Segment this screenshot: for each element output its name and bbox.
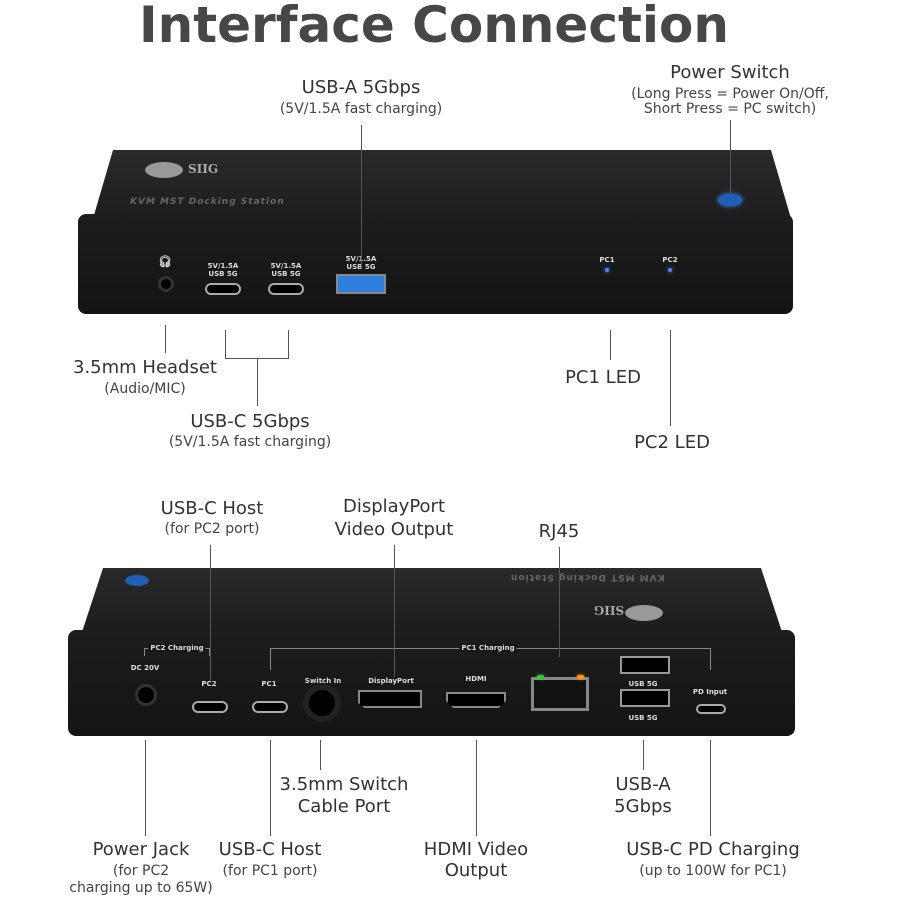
headset-callout-sub: (Audio/MIC) [104,381,186,397]
model-text: KVM MST Docking Station [510,572,665,582]
pd-input-label: PD Input [692,688,728,696]
brand-text: SIIG [188,162,219,176]
usbc-host-pc1-sub: (for PC1 port) [222,863,318,879]
hdmi-title2: Output [444,860,508,881]
usba-callout-title: USB-A 5Gbps [301,77,421,98]
dc-label: DC 20V [130,664,160,672]
hdmi-label: HDMI [465,675,487,683]
usba-title1: USB-A [615,774,671,795]
switch-title2: Cable Port [297,796,391,817]
usbc-host-pc1-title: USB-C Host [218,839,322,860]
rj45-link-led [537,675,544,679]
model-text: KVM MST Docking Station [130,197,285,207]
switch-in-label: Switch In [304,677,342,685]
page-title: Interface Connection [139,0,729,54]
power-button[interactable] [718,194,742,206]
pc2-port-label: PC2 [201,680,217,688]
power-button-rear[interactable] [125,575,149,586]
headphone-icon: 🎧︎ [158,255,172,268]
usbc-host-pc2[interactable] [192,701,228,713]
power-jack-title: Power Jack [92,839,190,860]
pc1-port-label: PC1 [261,680,277,688]
power-callout-sub1: (Long Press = Power On/Off, [631,86,829,102]
displayport-port[interactable] [358,690,422,708]
pd-title: USB-C PD Charging [626,839,800,860]
displayport-label: DisplayPort [368,677,414,685]
power-callout-sub2: Short Press = PC switch) [643,101,817,117]
pc1-label: PC1 [599,256,615,264]
headset-callout-title: 3.5mm Headset [73,357,217,378]
usba-port-1[interactable] [620,656,670,674]
pc2-led-callout: PC2 LED [634,432,710,453]
displayport-title2: Video Output [334,519,454,540]
usba-port[interactable] [336,274,386,294]
usbc2-label: 5V/1.5A USB 5G [270,262,302,278]
usb5g-1-label: USB 5G [628,680,658,688]
siig-logo [145,162,183,178]
pd-sub: (up to 100W for PC1) [639,863,787,879]
pc1-led-callout: PC1 LED [565,367,641,388]
rj45-port[interactable] [531,677,589,711]
pc2-led [668,268,672,272]
hdmi-title1: HDMI Video [423,839,529,860]
pc2-charging-label: PC2 Charging [148,644,206,652]
switch-jack[interactable] [303,684,341,722]
usb5g-2-label: USB 5G [628,714,658,722]
power-jack[interactable] [135,684,157,706]
usbc-host-pc2-title: USB-C Host [160,498,264,519]
usbc-pd-port[interactable] [696,704,726,714]
headset-jack[interactable] [158,276,174,292]
hdmi-port[interactable] [446,692,506,708]
siig-logo [625,605,663,621]
rj45-activity-led [577,675,584,679]
rj45-title: RJ45 [538,521,580,542]
switch-title1: 3.5mm Switch [279,774,409,795]
pc2-label: PC2 [662,256,678,264]
usbc-callout-title: USB-C 5Gbps [190,411,310,432]
usbc-port-1[interactable] [205,283,241,295]
usbc-host-pc2-sub: (for PC2 port) [164,521,260,537]
usba-callout-sub: (5V/1.5A fast charging) [279,101,443,117]
usba-title2: 5Gbps [614,796,672,817]
usbc-callout-sub: (5V/1.5A fast charging) [168,434,332,450]
brand-text: SIIG [594,603,625,617]
usbc-port-2[interactable] [268,283,304,295]
power-jack-sub1: (for PC2 [112,863,170,879]
power-jack-sub2: charging up to 65W) [69,880,213,896]
pc1-charging-label: PC1 Charging [459,644,517,652]
usbc-host-pc1[interactable] [252,701,288,713]
pc1-led [605,268,609,272]
usba-port-2[interactable] [620,689,670,707]
usbc1-label: 5V/1.5A USB 5G [207,262,239,278]
displayport-title1: DisplayPort [342,496,446,517]
power-callout-title: Power Switch [670,62,790,83]
